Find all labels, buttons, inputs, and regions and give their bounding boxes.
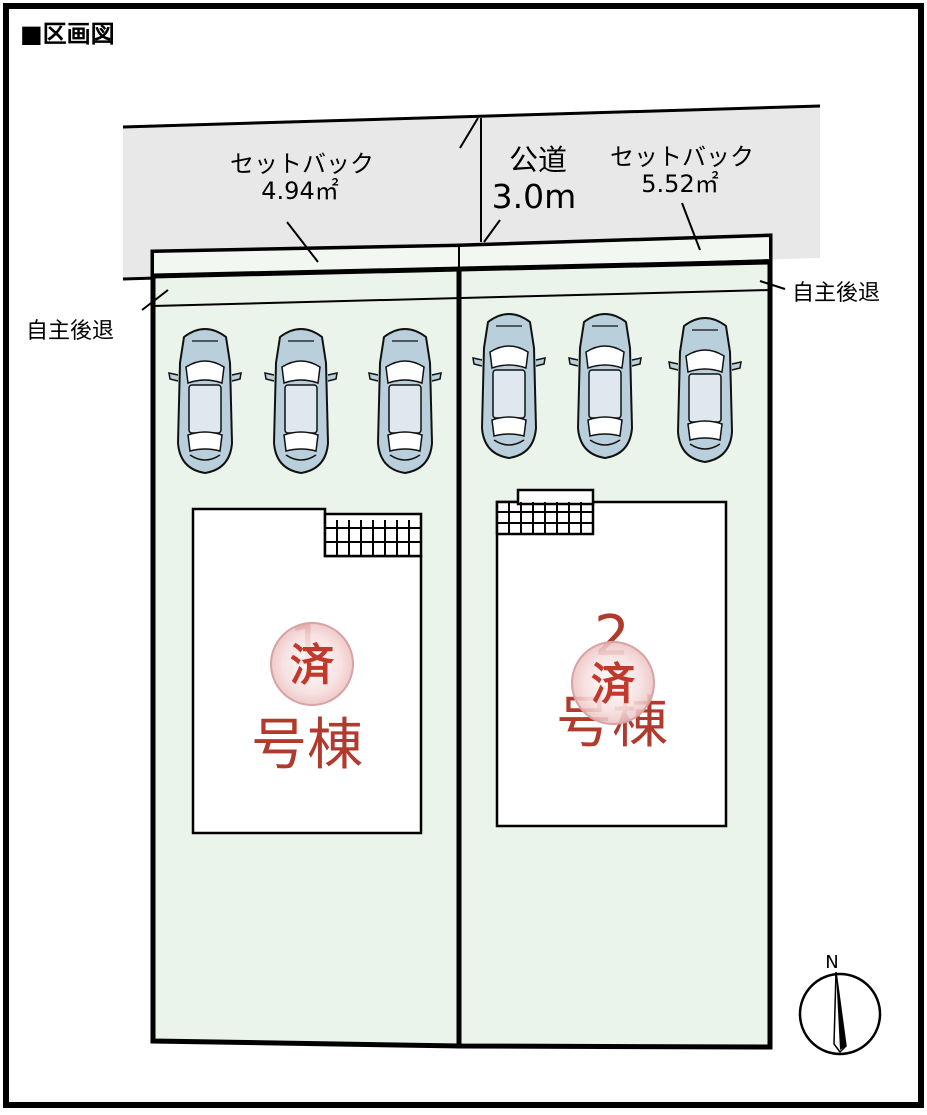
road-width-label: 3.0m xyxy=(492,177,577,216)
compass-north-label: N xyxy=(825,952,838,973)
voluntary-setback-label-1: 自主後退 xyxy=(26,319,114,344)
building-1-deck-grid xyxy=(325,520,421,556)
road-label: 公道 xyxy=(509,143,567,177)
setback-label-1: セットバック xyxy=(230,150,374,178)
setback-leader-2 xyxy=(681,202,701,251)
road-edge-top xyxy=(122,104,821,129)
voluntary-setback-leader-2 xyxy=(759,280,786,290)
road-width-arrow-bottom xyxy=(483,219,501,243)
building-1-stamp-text: 済 xyxy=(290,640,335,691)
compass-icon xyxy=(798,971,882,1056)
building-2-sold-stamp xyxy=(571,641,655,725)
diagram-title: ■区画図 xyxy=(20,20,115,48)
building-2-stamp-text: 済 xyxy=(591,659,636,710)
voluntary-setback-line xyxy=(152,289,771,307)
building-1-label: 号棟 xyxy=(251,713,363,778)
building-1-sold-stamp xyxy=(270,622,354,706)
building-2-deck-step xyxy=(516,488,595,506)
setback-leader-1 xyxy=(286,221,319,263)
setback-label-2: セットバック xyxy=(610,143,754,171)
voluntary-setback-leader-1 xyxy=(141,289,169,311)
voluntary-setback-label-2: 自主後退 xyxy=(792,281,880,306)
road-boundary-line xyxy=(152,259,771,279)
road-width-arrow-top xyxy=(459,117,479,149)
setback-area-1: 4.94㎡ xyxy=(261,177,338,205)
building-2-deck-grid xyxy=(497,502,593,534)
setback-area-2: 5.52㎡ xyxy=(641,170,718,198)
